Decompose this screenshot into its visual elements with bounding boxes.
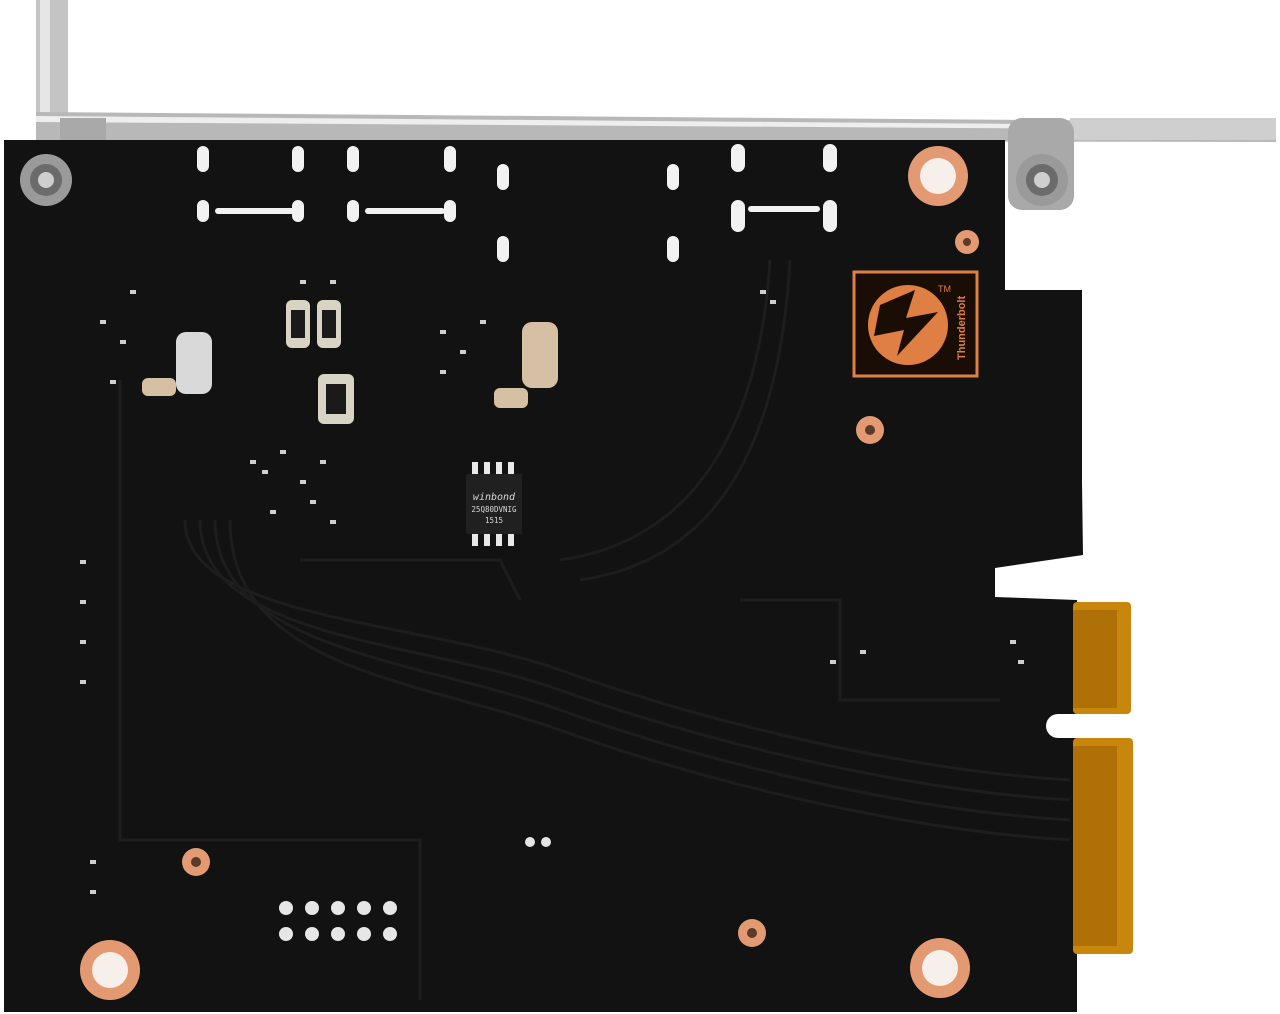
chip-part-number: 25Q80DVNIG [471, 505, 517, 514]
logo-brand-text: Thunderbolt [956, 296, 968, 360]
pcie-connector-icon [1073, 602, 1133, 954]
pcie-key-notch [1046, 714, 1136, 738]
flash-chip: winbond 25Q80DVNIG 1515 [466, 462, 522, 546]
pcb-board [4, 140, 1083, 1012]
logo-trademark: TM [938, 284, 951, 294]
port-solder-pads [197, 144, 837, 262]
screw-icon [20, 154, 1068, 206]
mounting-hole-icon [80, 146, 979, 1000]
circuit-traces [118, 259, 1071, 1000]
capacitors [142, 300, 558, 424]
smd-components [80, 280, 1024, 894]
pin-header [279, 837, 551, 941]
chip-brand: winbond [473, 492, 516, 503]
thunderbolt-logo: Thunderbolt TM [852, 270, 979, 378]
chip-date-code: 1515 [485, 516, 503, 525]
thunderbolt-bolt-icon [868, 285, 948, 365]
